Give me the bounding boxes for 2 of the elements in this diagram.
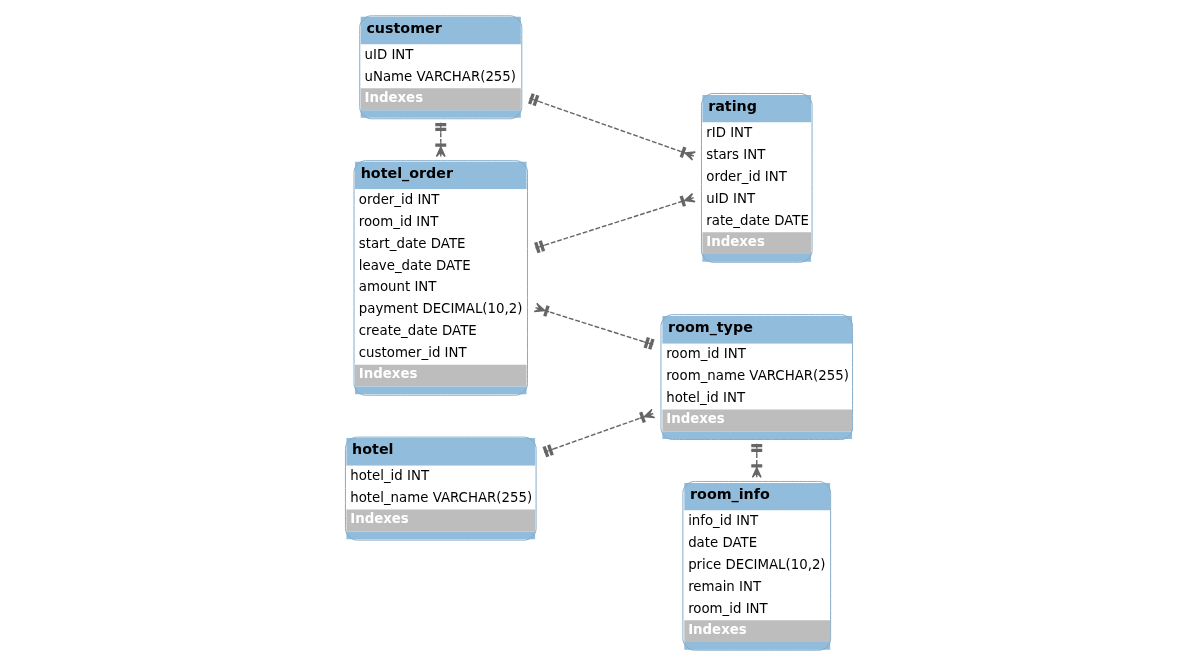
connector [534,192,696,254]
connector [542,408,656,458]
